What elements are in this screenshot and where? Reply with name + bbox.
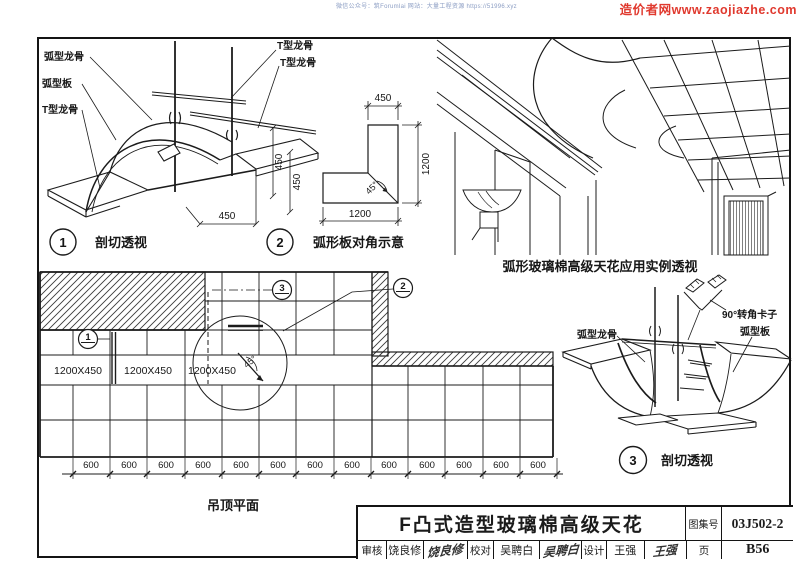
view1-label-t-runner-right2: T型龙骨 <box>280 56 316 69</box>
view1-dim-450-vertical2: 450 <box>292 173 303 190</box>
svg-text:600: 600 <box>419 460 435 471</box>
view2-dim-1200-right: 1200 <box>421 152 432 175</box>
view3-number: 3 <box>629 453 636 468</box>
audit-name: 饶良修 <box>387 541 424 559</box>
view1-label-arc-board: 弧型板 <box>42 77 73 90</box>
view2-dim-1200-bottom: 1200 <box>349 209 372 220</box>
svg-text:600: 600 <box>307 460 323 471</box>
plan-bubble-3: 3 <box>279 283 284 294</box>
proof-label: 校对 <box>468 541 495 559</box>
atlas-number-label: 图集号 <box>686 507 722 540</box>
page-number-value: B56 <box>746 542 770 557</box>
view1-dim-450-vertical1: 450 <box>274 153 285 170</box>
proof-signature: 吴聘白 <box>540 541 582 559</box>
plan-tile-label-1: 1200X450 <box>54 365 102 377</box>
sheet-title: F凸式造型玻璃棉高级天花 <box>358 507 686 540</box>
view2-number: 2 <box>276 235 283 250</box>
view1-caption-text: 剖切透视 <box>95 235 147 250</box>
blue-watermark-text: 微信公众号：筑Forumlai 网站：大量工程资源 https://51996.… <box>336 4 517 10</box>
svg-text:600: 600 <box>270 460 286 471</box>
proof-signature-text: 吴聘白 <box>542 541 579 559</box>
view2-caption-text: 弧形板对角示意 <box>313 235 404 250</box>
proof-name: 吴聘白 <box>494 541 541 559</box>
view2-caption: 2 弧形板对角示意 <box>266 228 404 256</box>
title-block-row1: F凸式造型玻璃棉高级天花 图集号 03J502-2 <box>358 507 793 541</box>
svg-text:600: 600 <box>456 460 472 471</box>
svg-text:600: 600 <box>344 460 360 471</box>
svg-text:600: 600 <box>493 460 509 471</box>
audit-label: 审核 <box>358 541 387 559</box>
design-signature: 王强 <box>645 541 687 559</box>
view1-section-perspective <box>46 41 320 228</box>
view1-label-arc-runner: 弧型龙骨 <box>44 50 84 63</box>
plan-caption-text: 吊顶平面 <box>207 498 259 513</box>
view3-label-arc-board: 弧型板 <box>740 325 771 338</box>
view3-cut-perspective <box>561 274 792 435</box>
ceiling-plan <box>39 271 563 479</box>
view1-label-t-runner-right1: T型龙骨 <box>277 39 313 52</box>
design-label: 设计 <box>582 541 607 559</box>
svg-text:600: 600 <box>233 460 249 471</box>
atlas-number-value: 03J502-2 <box>731 515 784 531</box>
plan-bubble-1: 1 <box>85 332 91 343</box>
view3-caption-text: 剖切透视 <box>661 453 713 468</box>
svg-text:600: 600 <box>158 460 174 471</box>
plan-bubble-2: 2 <box>400 281 405 292</box>
view3-caption: 3 剖切透视 <box>618 445 713 475</box>
view1-dim-450-horizontal: 450 <box>219 211 236 222</box>
svg-text:600: 600 <box>83 460 99 471</box>
design-signature-text: 王强 <box>652 542 678 559</box>
title-block: F凸式造型玻璃棉高级天花 图集号 03J502-2 审核 饶良修 饶良修 校对 … <box>356 505 793 559</box>
svg-text:600: 600 <box>195 460 211 471</box>
view2-dim-450-top: 450 <box>375 93 392 104</box>
plan-tile-label-2: 1200X450 <box>124 365 172 377</box>
view1-label-t-runner-left: T型龙骨 <box>42 103 78 116</box>
plan-tile-label-3: 1200X450 <box>188 365 236 377</box>
page-label: 页 <box>687 541 723 559</box>
svg-text:600: 600 <box>381 460 397 471</box>
view1-number: 1 <box>59 235 66 250</box>
example-perspective <box>436 37 792 256</box>
title-block-row2: 审核 饶良修 饶良修 校对 吴聘白 吴聘白 设计 王强 王强 页 B56 <box>358 541 793 559</box>
audit-signature: 饶良修 <box>424 541 468 559</box>
svg-text:600: 600 <box>530 460 546 471</box>
svg-text:600: 600 <box>121 460 137 471</box>
example-caption-text: 弧形玻璃棉高级天花应用实例透视 <box>502 259 697 274</box>
view3-label-arc-runner: 弧型龙骨 <box>577 328 617 341</box>
plan-600-labels: 600 600 600 600 600 600 600 600 600 600 600 60… <box>83 460 546 471</box>
view2-diagonal-board <box>319 101 422 226</box>
view3-label-corner-clip: 90°转角卡子 <box>722 308 777 321</box>
plan-600-dim-row <box>62 458 563 479</box>
view1-caption: 1 剖切透视 <box>49 228 147 256</box>
design-name: 王强 <box>607 541 645 559</box>
red-watermark-text: 造价者网www.zaojiazhe.com <box>619 3 797 17</box>
audit-signature-text: 饶良修 <box>426 541 464 559</box>
